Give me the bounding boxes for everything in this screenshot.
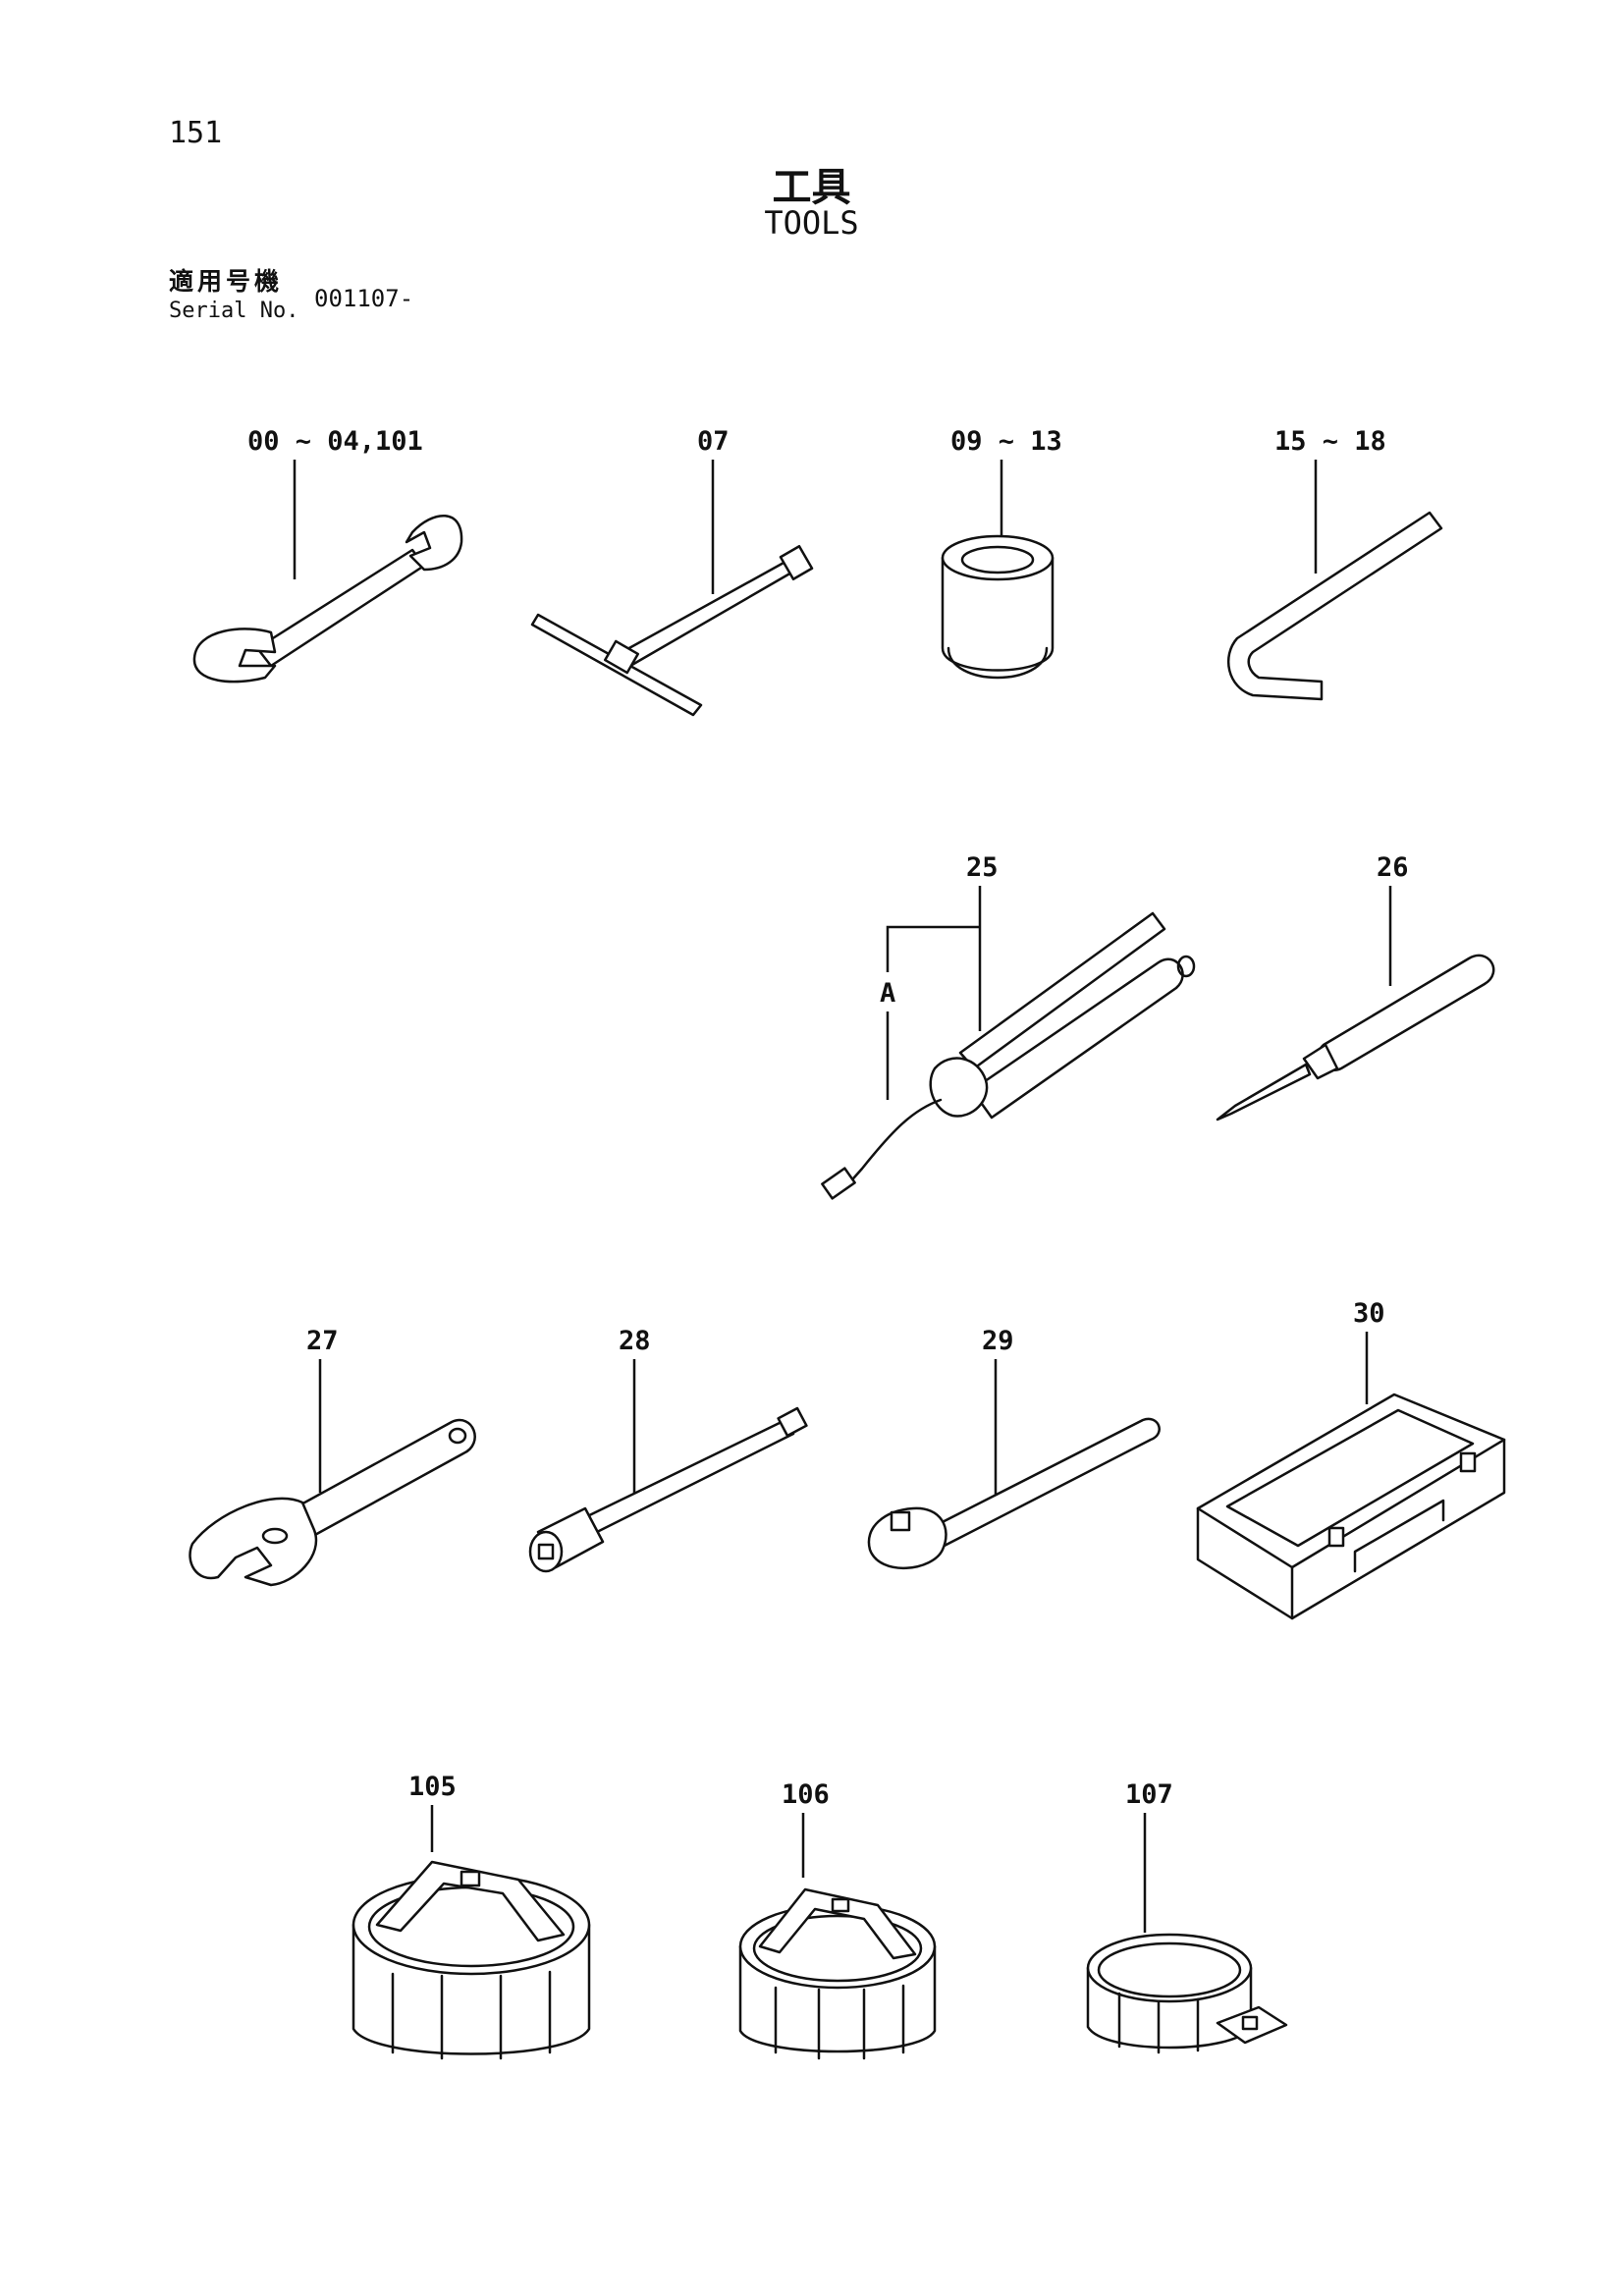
adjustable-wrench-head: [189, 1497, 318, 1587]
spanner-drawing: 00 ~ 04,101: [192, 426, 463, 683]
tool-box-drawing: 30: [1196, 1298, 1506, 1620]
tool-box-latch-left: [1327, 1526, 1345, 1548]
filter-wrench-band-drive: [1241, 2015, 1259, 2031]
callout-grease-gun-sub: A: [880, 978, 895, 1009]
ratchet-handle-drawing: 29: [867, 1326, 1161, 1570]
extension-bar-square: [537, 1543, 555, 1560]
filter-wrench-large-drawing: 105: [352, 1772, 591, 2060]
filter-wrench-medium-drive: [831, 1897, 850, 1913]
socket-bore: [960, 545, 1035, 574]
tool-box-latch-right: [1459, 1451, 1477, 1473]
adjustable-wrench-drawing: 27: [189, 1326, 476, 1587]
ratchet-handle-drive: [890, 1510, 911, 1532]
callout-t-handle: 07: [697, 426, 730, 457]
ratchet-handle-head: [867, 1506, 947, 1570]
socket-drawing: 09 ~ 13: [941, 426, 1062, 680]
screwdriver-collar: [1302, 1043, 1339, 1080]
callout-screwdriver: 26: [1377, 852, 1409, 883]
page-title-jp: 工具: [772, 165, 851, 210]
extension-bar-face: [528, 1530, 564, 1573]
spanner-head-top: [405, 515, 463, 572]
extension-bar-shaft: [577, 1418, 795, 1538]
t-handle-shaft: [617, 560, 795, 668]
callout-spanner: 00 ~ 04,101: [247, 426, 423, 457]
tool-box-lid-panel: [1225, 1408, 1475, 1548]
grease-gun-barrel: [970, 957, 1184, 1120]
page-number: 151: [169, 116, 223, 150]
callout-hex-key: 15 ~ 18: [1274, 426, 1386, 457]
leader-grease-gun-bracket: [886, 925, 980, 972]
socket-base: [947, 646, 1049, 680]
callout-adjustable-wrench: 27: [306, 1326, 339, 1356]
callout-extension-bar: 28: [619, 1326, 651, 1356]
serial-label-en: Serial No.: [169, 299, 299, 323]
filter-wrench-large-bridge: [375, 1860, 566, 1942]
callout-ratchet-handle: 29: [982, 1326, 1014, 1356]
grease-gun-ring: [1176, 955, 1196, 978]
tool-box-handle: [1353, 1499, 1445, 1573]
adjustable-wrench-handle: [285, 1418, 476, 1544]
spanner-head-bottom: [192, 628, 277, 683]
hex-key-drawing: 15 ~ 18: [1226, 426, 1443, 701]
filter-wrench-band-rim: [1086, 1933, 1253, 2003]
adjustable-wrench-hole: [448, 1427, 467, 1445]
spanner-shaft: [255, 548, 426, 668]
callout-filter-wrench-large: 105: [408, 1772, 457, 1802]
filter-wrench-medium-drawing: 106: [738, 1779, 937, 2060]
serial-value: 001107-: [314, 285, 414, 312]
callout-socket: 09 ~ 13: [950, 426, 1062, 457]
filter-wrench-medium-bridge: [758, 1887, 917, 1960]
adjustable-wrench-worm: [261, 1527, 289, 1545]
callout-filter-wrench-medium: 106: [782, 1779, 830, 1810]
screwdriver-drawing: 26: [1216, 852, 1495, 1121]
page-title-en: TOOLS: [764, 204, 859, 242]
t-handle-joint: [603, 639, 640, 675]
t-handle-drawing: 07: [530, 426, 814, 717]
filter-wrench-medium-inner: [752, 1914, 923, 1983]
callout-grease-gun: 25: [966, 852, 999, 883]
grease-gun-drawing: 25 A: [821, 852, 1196, 1200]
grease-gun-head: [929, 1057, 989, 1118]
extension-bar-drawing: 28: [528, 1326, 808, 1573]
serial-label-jp: 適用号機: [169, 267, 284, 296]
t-handle-end: [779, 544, 814, 581]
filter-wrench-band-drawing: 107: [1086, 1779, 1288, 2054]
socket-body: [941, 556, 1055, 672]
grease-gun-nozzle: [821, 1167, 856, 1200]
screwdriver-blade: [1216, 1063, 1312, 1121]
callout-filter-wrench-band: 107: [1125, 1779, 1173, 1810]
ratchet-handle-bar: [921, 1417, 1161, 1554]
screwdriver-handle: [1318, 954, 1495, 1071]
tool-box-lid: [1196, 1393, 1506, 1569]
callout-tool-box: 30: [1353, 1298, 1385, 1329]
filter-wrench-band-inner: [1097, 1941, 1242, 1998]
extension-bar-tip: [777, 1406, 808, 1438]
filter-wrench-large-drive: [460, 1870, 481, 1887]
grease-gun-hose: [844, 1098, 943, 1188]
hex-key-body: [1226, 511, 1443, 701]
